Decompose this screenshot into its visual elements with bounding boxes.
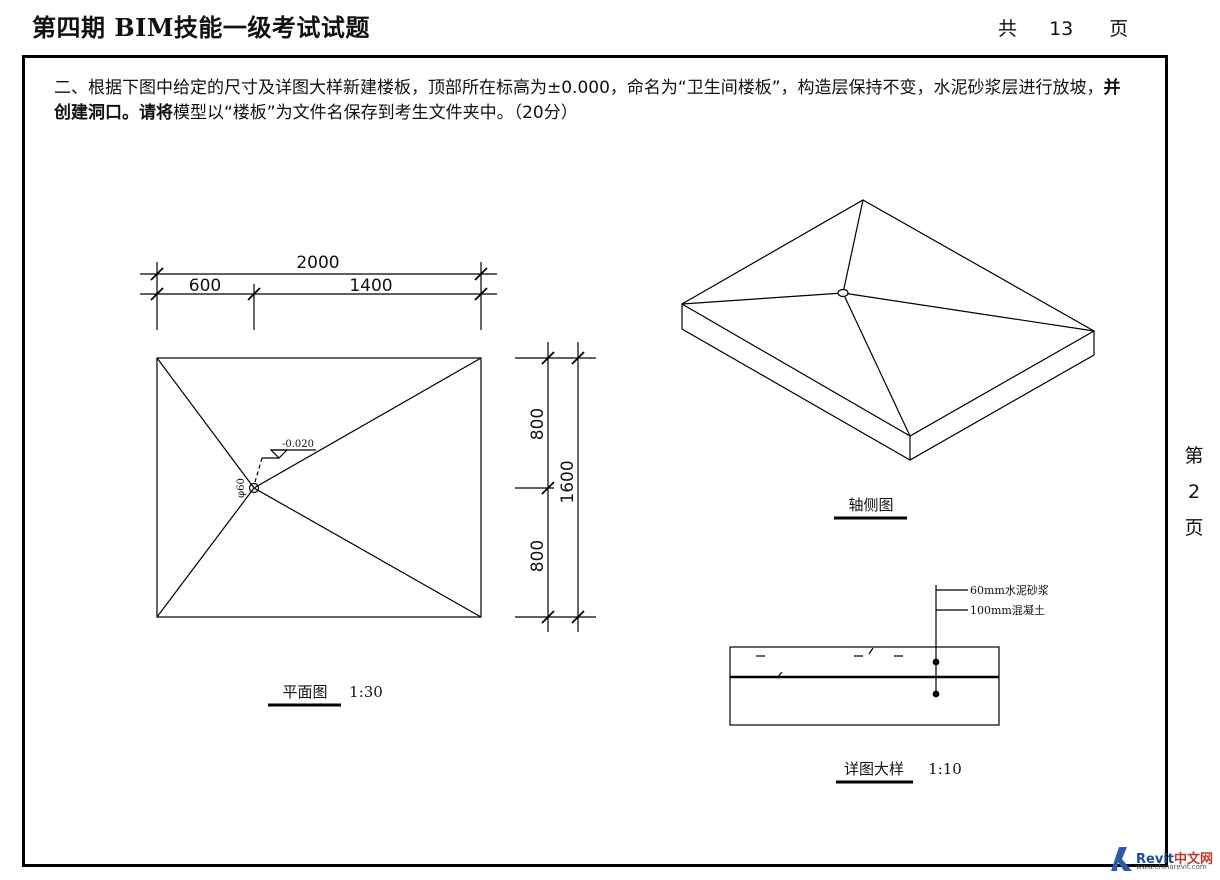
elev-triangle: [269, 449, 289, 459]
plan-outline: [156, 357, 482, 618]
elevation-label: -0.020: [282, 439, 314, 450]
plan-hole: [248, 482, 260, 494]
watermark-logo: Revit中文网 www.chinarevit.com: [1108, 845, 1218, 875]
side-page-prefix: 第: [1184, 445, 1204, 467]
detail-layer2-label: 100mm混凝土: [970, 603, 1045, 617]
plan-dims-horizontal: [140, 262, 497, 330]
question-part1: 二、根据下图中给定的尺寸及详图大样新建楼板，顶部所在标高为±0.000，命名为“…: [54, 78, 1104, 98]
axon-top: [680, 199, 1096, 437]
dim-height: 1600: [558, 460, 578, 503]
plan-dims-vertical: [515, 342, 596, 632]
plan-caption: 平面图: [282, 683, 327, 701]
question-text: 二、根据下图中给定的尺寸及详图大样新建楼板，顶部所在标高为±0.000，命名为“…: [54, 76, 1134, 126]
axon-caption: 轴侧图: [848, 496, 893, 514]
plan-ridge-bl: [156, 487, 255, 618]
page-count-total: 13: [1049, 18, 1074, 40]
dim-upper: 800: [528, 408, 548, 440]
page-count: 共 13 页: [998, 14, 1128, 41]
dim-lower: 800: [528, 540, 548, 572]
watermark-brand-a: Revit: [1136, 852, 1174, 867]
watermark-url: www.chinarevit.com: [1136, 863, 1207, 871]
detail-layer1-label: 60mm水泥砂浆: [970, 583, 1049, 597]
side-page-suffix: 页: [1184, 517, 1204, 539]
dim-left: 600: [189, 276, 221, 296]
detail-view: [729, 585, 1000, 726]
detail-caption: 详图大样: [844, 760, 904, 778]
page-count-prefix: 共: [998, 18, 1018, 40]
plan-ridge-br: [253, 487, 482, 618]
page-frame: [22, 55, 1168, 867]
dim-right: 1400: [349, 276, 392, 296]
page-count-suffix: 页: [1109, 18, 1129, 40]
detail-scale: 1:10: [928, 760, 962, 778]
axon-view: [680, 199, 1096, 461]
elev-pointer: [254, 457, 263, 483]
question-part2: 并创建洞口。请将: [54, 78, 1121, 123]
detail-outline: [729, 646, 1000, 726]
plan-ridge-tr: [253, 357, 482, 489]
hole-label: φ60: [236, 478, 247, 498]
axon-sides: [681, 304, 1095, 461]
question-part3: 模型以“楼板”为文件名保存到考生文件夹中。（20分）: [173, 103, 578, 123]
exam-title: 第四期 BIM技能一级考试试题: [32, 13, 370, 42]
watermark-brand-b: 中文网: [1173, 852, 1213, 867]
revit-logo-icon: [1111, 847, 1132, 871]
side-page-number: 第 2 页: [1183, 438, 1205, 546]
plan-ridge-tl: [156, 357, 255, 489]
side-page-num: 2: [1187, 481, 1201, 503]
plan-scale: 1:30: [349, 683, 383, 701]
dim-total: 2000: [296, 253, 339, 273]
axon-hole: [837, 288, 849, 298]
plan-view: [156, 357, 482, 618]
